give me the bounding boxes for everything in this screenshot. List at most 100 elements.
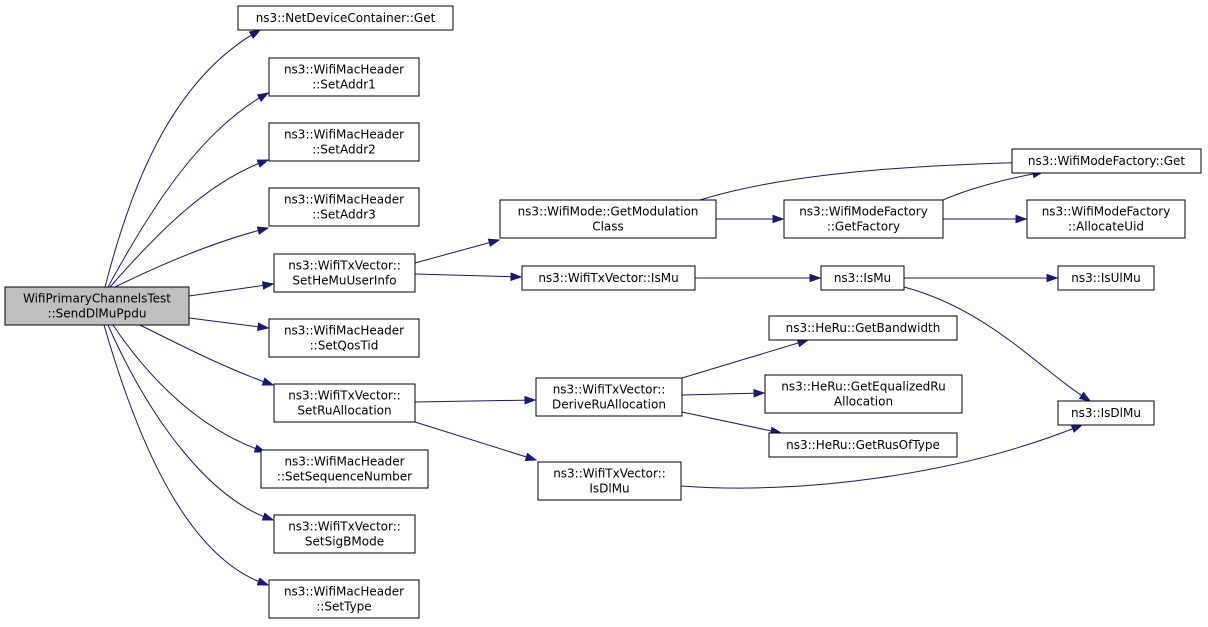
node-label-line: ::AllocateUid [1068,220,1144,234]
edges-layer [103,29,1092,586]
node-label-line: SetHeMuUserInfo [292,274,396,288]
node-is-mu[interactable]: ns3::IsMu [820,265,905,291]
node-box [535,377,683,417]
edge-line [112,324,266,453]
node-box [499,199,717,239]
node-label-line: WifiPrimaryChannelsTest [23,292,171,306]
node-box [268,579,420,619]
arrowhead-icon [1078,391,1092,402]
edge-root-to-set_addr2 [109,159,270,288]
node-label-line: ::SetSequenceNumber [277,470,412,484]
edge-derive_ru_allocation-to-heru_get_rus_of_type [681,411,783,436]
node-label-line: ns3::HeRu::GetRusOfType [786,438,940,452]
node-label-line: ns3::WifiMode::GetModulation [518,205,699,219]
node-wmf-get[interactable]: ns3::WifiModeFactory::Get [1011,148,1202,174]
node-box [268,122,420,162]
node-label-line: ns3::HeRu::GetBandwidth [786,321,941,335]
node-label-line: ns3::WifiMacHeader [284,324,404,338]
node-box [1057,265,1155,291]
node-box [268,187,420,227]
node-wmf-allocate-uid[interactable]: ns3::WifiModeFactory::AllocateUid [1026,199,1186,239]
node-is-ul-mu[interactable]: ns3::IsUlMu [1057,265,1155,291]
edge-get_modulation_class-to-wmf_get [699,157,1042,201]
node-box [783,199,944,239]
node-wmf-get-factory[interactable]: ns3::WifiModeFactory::GetFactory [783,199,944,239]
node-set-type[interactable]: ns3::WifiMacHeader::SetType [268,579,420,619]
node-label-line: ns3::WifiTxVector:: [553,383,666,397]
node-label-line: ns3::IsUlMu [1071,271,1140,285]
node-set-addr2[interactable]: ns3::WifiMacHeader::SetAddr2 [268,122,420,162]
arrowhead-icon [524,395,537,405]
node-box [273,253,416,293]
arrowhead-icon [753,388,766,398]
node-box [1011,148,1202,174]
node-heru-get-rus-of-type[interactable]: ns3::HeRu::GetRusOfType [768,432,958,458]
edge-txv_is_dl_mu-to-is_dl_mu [680,424,1084,489]
node-label-line: ns3::WifiMacHeader [284,585,404,599]
edge-set_ru_allocation-to-derive_ru_allocation [414,395,537,405]
edge-wmf_get_factory-to-wmf_get [942,169,1045,201]
edge-line [681,339,809,379]
edge-line [414,421,537,461]
node-label-line: Class [592,220,624,234]
node-label-line: SetRuAllocation [297,404,391,418]
node-label-line: SetSigBMode [305,535,384,549]
node-box [273,383,416,423]
node-set-addr1[interactable]: ns3::WifiMacHeader::SetAddr1 [268,57,420,97]
edge-root-to-set_qos_tid [188,317,270,331]
node-box [764,374,963,414]
edge-line [414,399,536,403]
node-label-line: ::SendDlMuPpdu [48,307,147,321]
node-ndc-get[interactable]: ns3::NetDeviceContainer::Get [237,5,454,31]
node-box [820,265,905,291]
node-label-line: IsDlMu [589,482,629,496]
node-is-dl-mu[interactable]: ns3::IsDlMu [1057,400,1155,426]
node-set-ru-allocation[interactable]: ns3::WifiTxVector::SetRuAllocation [273,383,416,423]
edge-line [903,286,1091,402]
edge-root-to-set_addr1 [107,92,270,288]
arrowhead-icon [257,322,270,331]
edge-line [681,411,782,434]
node-label-line: ns3::WifiMacHeader [284,193,404,207]
node-label-line: ns3::WifiTxVector:: [288,389,401,403]
node-box [268,318,420,358]
edge-line [107,92,269,288]
edge-derive_ru_allocation-to-heru_get_bandwidth [681,338,810,379]
node-root: WifiPrimaryChannelsTest::SendDlMuPpdu [4,286,190,326]
node-set-he-mu-user-info[interactable]: ns3::WifiTxVector::SetHeMuUserInfo [273,253,416,293]
node-derive-ru-allocation[interactable]: ns3::WifiTxVector::DeriveRuAllocation [535,377,683,417]
edge-root-to-set_sigb_mode [107,324,275,521]
edge-set_he_mu_user_info-to-get_modulation_class [414,238,501,264]
node-label-line: ::SetAddr1 [312,78,376,92]
arrowhead-icon [1070,424,1084,433]
arrowhead-icon [809,273,822,283]
edge-line [114,227,269,288]
edge-get_modulation_class-to-wmf_get_factory [716,214,785,224]
arrowhead-icon [487,238,501,247]
node-txv-is-dl-mu[interactable]: ns3::WifiTxVector::IsDlMu [537,461,682,501]
arrowhead-icon [248,29,262,40]
node-label-line: ns3::WifiMacHeader [284,63,404,77]
node-box [237,5,454,31]
node-box [268,57,420,97]
node-set-sigb-mode[interactable]: ns3::WifiTxVector::SetSigBMode [273,514,416,554]
node-box [537,461,682,501]
node-label-line: ns3::WifiModeFactory [1042,205,1171,219]
node-set-qos-tid[interactable]: ns3::WifiMacHeader::SetQosTid [268,318,420,358]
edge-is_mu-to-is_ul_mu [904,273,1059,283]
edge-root-to-set_type [103,324,270,586]
edge-line [414,239,500,264]
node-set-sequence-number[interactable]: ns3::WifiMacHeader::SetSequenceNumber [260,449,429,489]
node-set-addr3[interactable]: ns3::WifiMacHeader::SetAddr3 [268,187,420,227]
edge-root-to-set_he_mu_user_info [188,281,275,297]
arrowhead-icon [256,226,270,235]
edge-line [103,324,269,586]
node-label-line: ns3::IsDlMu [1071,406,1141,420]
edge-root-to-set_sequence_number [112,324,267,453]
node-heru-get-bandwidth[interactable]: ns3::HeRu::GetBandwidth [768,315,958,341]
node-txv-is-mu[interactable]: ns3::WifiTxVector::IsMu [521,265,696,291]
edge-root-to-ndc_get [104,29,262,288]
